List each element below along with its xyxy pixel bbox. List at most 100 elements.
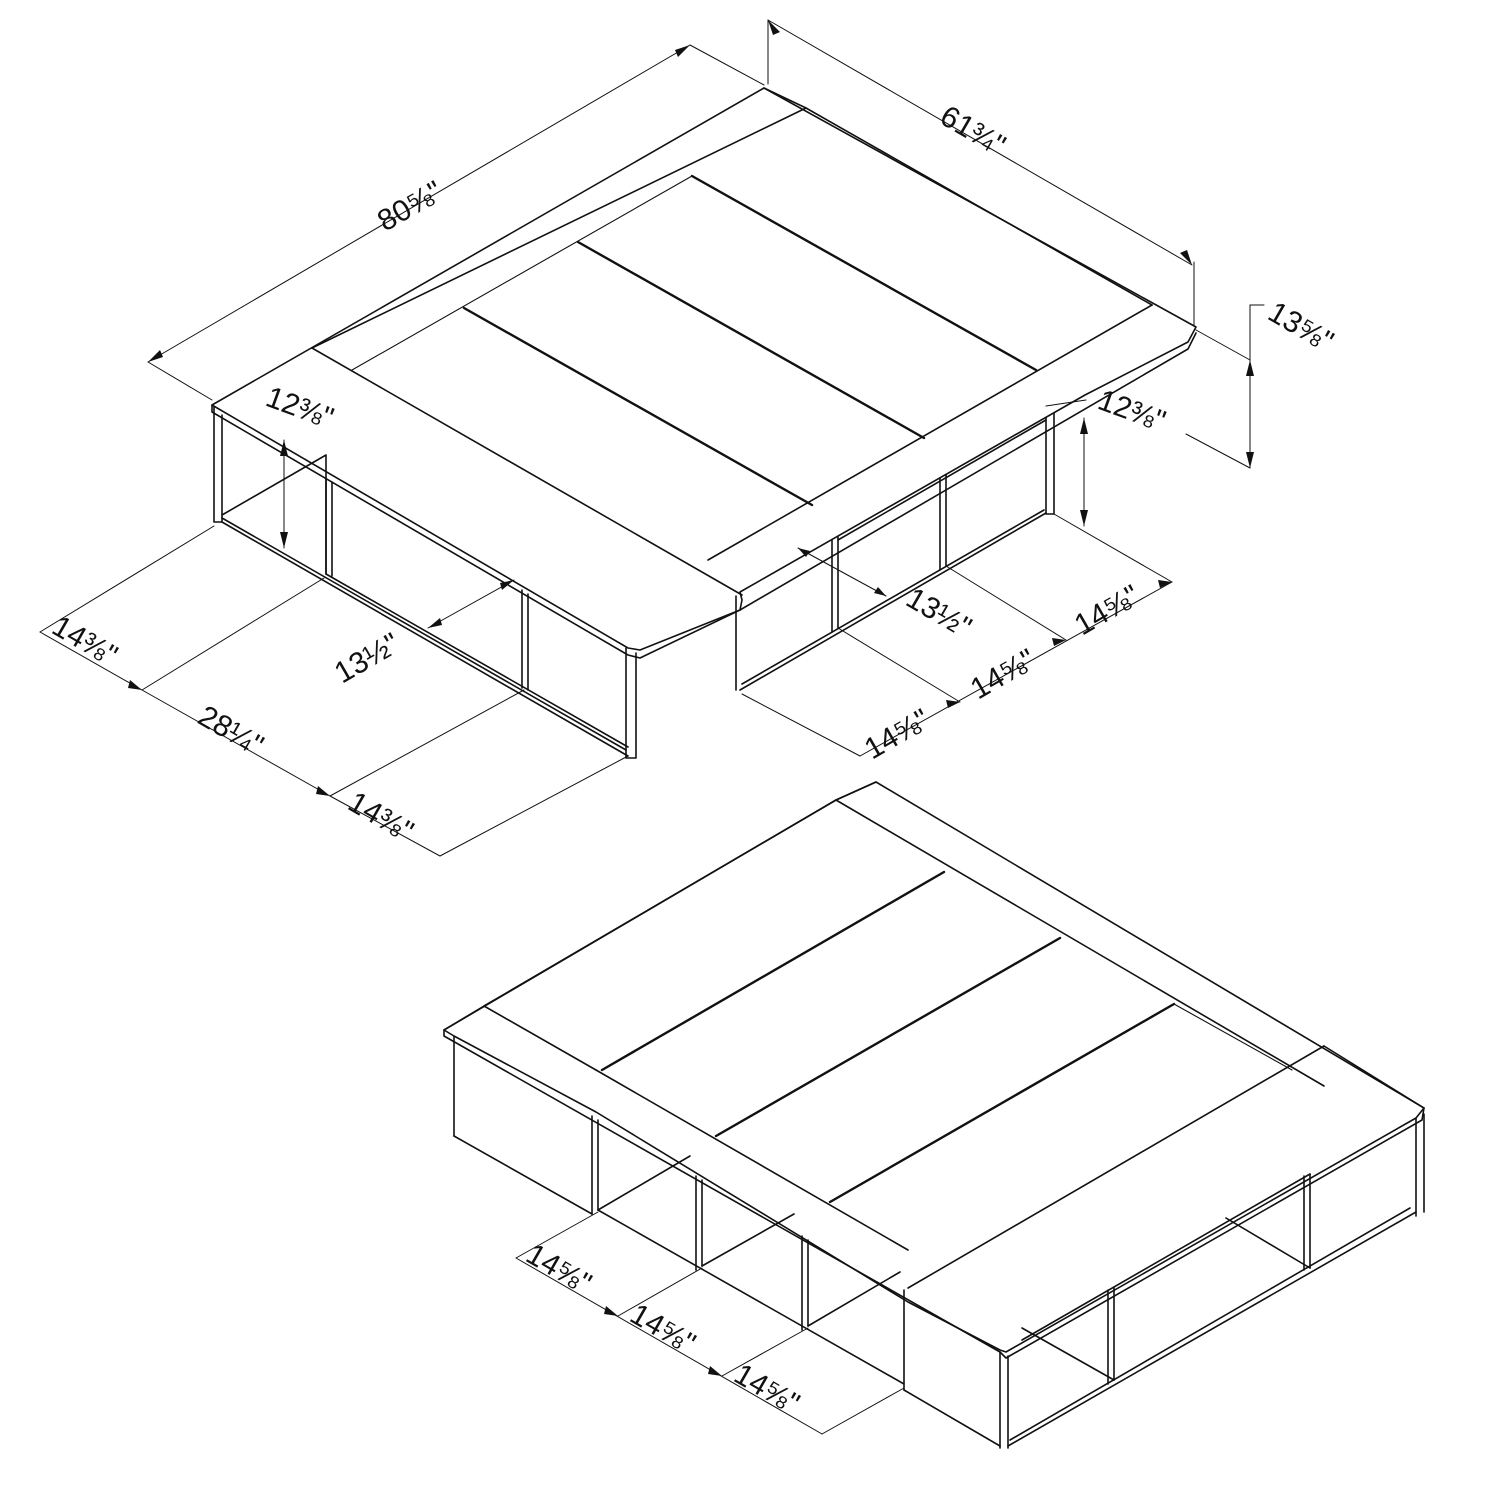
side-ext-2 <box>141 577 325 691</box>
shelf-back2 <box>701 1213 795 1267</box>
arrow <box>708 1366 722 1376</box>
panel-gap-3 <box>828 1002 1176 1204</box>
bottom-ext-2 <box>617 1267 703 1317</box>
platform-edge <box>211 404 741 659</box>
bottom-bed-drawing <box>443 781 1425 1449</box>
shelf-back <box>597 1155 691 1211</box>
arrow <box>1080 510 1088 526</box>
bottom-cubby-2-label: 14⅝" <box>625 1297 701 1360</box>
length-ext-2 <box>689 44 765 86</box>
front-corner-leg <box>625 647 637 759</box>
overall-length-label: 80⅝" <box>372 175 448 238</box>
arrow <box>675 45 690 57</box>
panel-gap-3 <box>690 174 1038 372</box>
platform-top <box>211 87 1197 651</box>
depth-left-line <box>427 579 515 629</box>
right-inner-height-label: 12⅜" <box>1094 384 1170 439</box>
panel-gap-2 <box>714 936 1062 1138</box>
shelf-back3 <box>807 1271 901 1327</box>
arrow <box>604 1306 618 1316</box>
left-board-inner <box>483 1005 597 1071</box>
side-ext-1 <box>39 525 215 633</box>
base-inner-line <box>221 454 327 574</box>
width-dim-line <box>767 19 1193 266</box>
side-dim-1 <box>39 631 143 691</box>
panel-gap-1 <box>600 870 946 1072</box>
length-dim-line <box>147 44 691 363</box>
right-cubby-2-label: 14⅝" <box>965 643 1041 706</box>
bottom-ext-3 <box>721 1327 809 1377</box>
base-front-edge <box>221 521 629 757</box>
height-ext-bottom <box>1185 433 1251 469</box>
bottom-cubby-3-label: 14⅝" <box>729 1357 805 1420</box>
side-ext-3 <box>329 689 525 797</box>
right-cubby-1-label: 14⅝" <box>1069 579 1145 642</box>
right-board-seam <box>835 781 877 801</box>
rear-board-inner <box>835 799 1325 1087</box>
right-cubby-top <box>837 419 1047 541</box>
panel-left-edge <box>351 175 693 371</box>
arrow <box>148 350 163 362</box>
cubby-depth-left-label: 13½" <box>329 627 405 690</box>
arrow <box>1052 638 1066 646</box>
arrow <box>128 680 142 690</box>
side-middle-label: 28¼" <box>193 699 269 762</box>
top-bed-drawing <box>211 87 1197 759</box>
left-board-front <box>595 1069 909 1251</box>
right-board-inner <box>907 1045 1325 1289</box>
length-ext-1 <box>147 361 213 401</box>
arrow <box>1246 360 1254 376</box>
side-dim-3 <box>329 795 441 857</box>
panel-right-edge <box>1173 1003 1293 1071</box>
right-floor <box>741 509 1045 685</box>
headboard-seam <box>311 347 743 596</box>
right-corner-leg <box>1045 405 1055 515</box>
arrow <box>946 700 960 708</box>
arrow <box>428 618 442 628</box>
right-base <box>1007 1211 1417 1447</box>
bottom-labels: 14⅝" 14⅝" 14⅝" <box>521 1237 805 1420</box>
right-cubby-3-label: 14⅝" <box>859 703 935 766</box>
end-panel-bottom <box>903 1389 1001 1447</box>
right-dim-line <box>859 581 1173 757</box>
bottom-ext-4 <box>821 1387 905 1435</box>
left-end-bottom <box>453 1135 593 1215</box>
right-back-1 <box>1021 1327 1115 1381</box>
bottom-ext-1 <box>515 1211 599 1259</box>
base-shelf <box>221 517 627 751</box>
cubby-depth-right-label: 13½" <box>901 581 977 644</box>
side-dim-2 <box>141 689 331 797</box>
rear-board-seam <box>763 87 807 109</box>
bottom-cubby-1-label: 14⅝" <box>521 1237 597 1300</box>
overall-width-label: 61¾" <box>935 99 1011 162</box>
left-corner-leg <box>213 406 223 523</box>
right-back-2 <box>1225 1217 1311 1269</box>
left-board-seam <box>443 1005 485 1031</box>
arrow <box>768 20 780 35</box>
right-ext-2 <box>837 627 961 703</box>
arrow <box>1080 418 1088 434</box>
right-ext-4 <box>1053 513 1173 583</box>
arrow <box>1246 452 1254 468</box>
arrow <box>798 548 810 557</box>
top-dimension-lines <box>39 19 1265 857</box>
left-board-inner <box>311 107 807 349</box>
arrow <box>280 440 288 456</box>
left-board-rear <box>483 799 837 1007</box>
overall-height-label: 13⅝" <box>1263 295 1339 358</box>
side-end-left-label: 14⅜" <box>47 609 123 672</box>
arrow <box>316 786 330 796</box>
panel-gap-2 <box>576 240 926 440</box>
arrow <box>500 580 514 590</box>
arrow <box>280 532 288 548</box>
arrow <box>1158 580 1172 588</box>
right-ext-3 <box>945 565 1067 641</box>
right-shelf <box>1009 1207 1411 1441</box>
bottom-dim-line <box>515 1257 823 1435</box>
footboard-seam <box>707 304 1153 561</box>
right-board-outer <box>1323 1045 1425 1109</box>
right-inner-ext <box>1045 399 1087 407</box>
bottom-dimension-lines <box>515 1211 905 1435</box>
bottom-front-edge <box>443 1029 1425 1359</box>
